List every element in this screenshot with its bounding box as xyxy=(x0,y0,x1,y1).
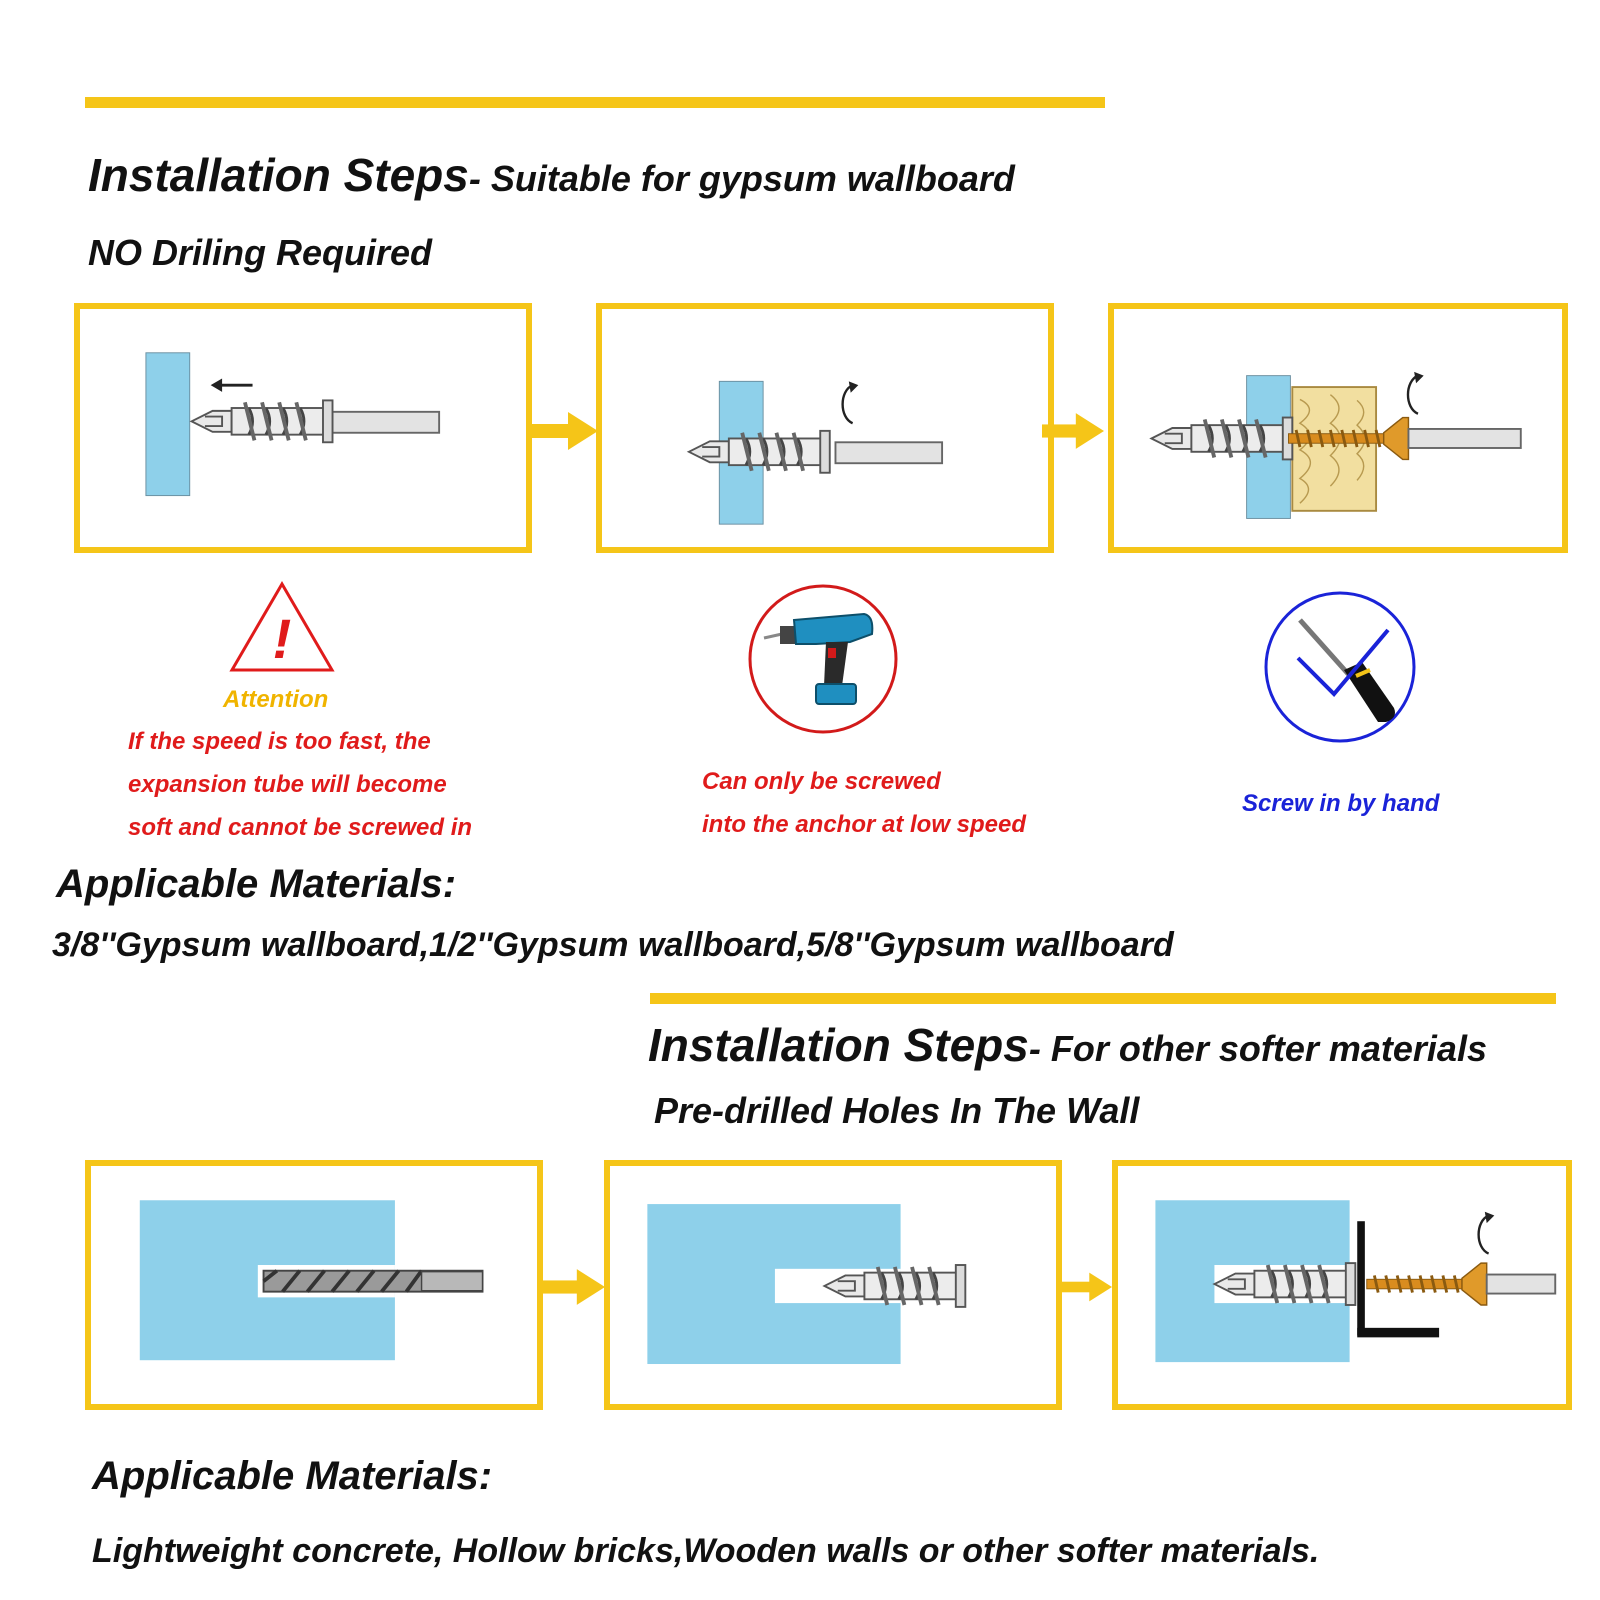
attention-line: soft and cannot be screwed in xyxy=(128,814,473,841)
section2-title-main: Installation Steps xyxy=(648,1019,1029,1071)
step6-illustration xyxy=(1155,1200,1557,1363)
rotate-icon xyxy=(1477,1210,1496,1255)
drill-line: Can only be screwed xyxy=(702,768,941,795)
materials1-title: Applicable Materials: xyxy=(56,862,457,906)
step1-illustration xyxy=(145,352,441,497)
step4-illustration xyxy=(139,1200,484,1361)
right-arrow-icon xyxy=(1042,413,1104,449)
attention-label: Attention xyxy=(223,686,329,713)
step1-box xyxy=(74,303,532,553)
attention-line: If the speed is too fast, the xyxy=(128,728,431,755)
right-arrow-icon xyxy=(1062,1272,1112,1302)
step2-illustration xyxy=(686,380,944,525)
rotate-icon xyxy=(1406,370,1425,415)
warning-triangle-icon: ! xyxy=(229,581,335,672)
step5-box xyxy=(604,1160,1062,1410)
right-arrow-icon xyxy=(543,1269,605,1305)
materials1-text: 3/8''Gypsum wallboard,1/2''Gypsum wallbo… xyxy=(52,926,1174,964)
section2-note: Pre-drilled Holes In The Wall xyxy=(654,1090,1140,1131)
attention-note: If the speed is too fast, the expansion … xyxy=(128,720,472,849)
svg-text:!: ! xyxy=(273,607,292,670)
materials2-text: Lightweight concrete, Hollow bricks,Wood… xyxy=(92,1532,1320,1570)
section2-subtitle: - For other softer materials xyxy=(1028,1028,1487,1069)
rotate-icon xyxy=(841,380,860,425)
middle-divider xyxy=(650,993,1556,1004)
hand-note: Screw in by hand xyxy=(1242,790,1440,817)
screwdriver-check-icon xyxy=(1264,591,1416,743)
section1-subtitle: - Suitable for gypsum wallboard xyxy=(468,158,1015,199)
cordless-drill-icon xyxy=(748,584,898,734)
right-arrow-icon xyxy=(532,412,598,450)
drill-line: into the anchor at low speed xyxy=(702,811,1027,838)
attention-line: expansion tube will become xyxy=(128,771,447,798)
step4-box xyxy=(85,1160,543,1410)
section1-note: NO Driling Required xyxy=(88,232,433,273)
section1-title-main: Installation Steps xyxy=(88,149,469,201)
step5-illustration xyxy=(647,1204,968,1365)
step6-box xyxy=(1112,1160,1572,1410)
step3-illustration xyxy=(1149,370,1522,519)
step2-box xyxy=(596,303,1054,553)
section1-title: Installation Steps- Suitable for gypsum … xyxy=(88,148,1015,202)
drill-note: Can only be screwed into the anchor at l… xyxy=(702,760,1026,846)
step3-box xyxy=(1108,303,1568,553)
top-divider xyxy=(85,97,1105,108)
materials2-title: Applicable Materials: xyxy=(92,1454,493,1498)
section2-title: Installation Steps- For other softer mat… xyxy=(648,1018,1487,1072)
